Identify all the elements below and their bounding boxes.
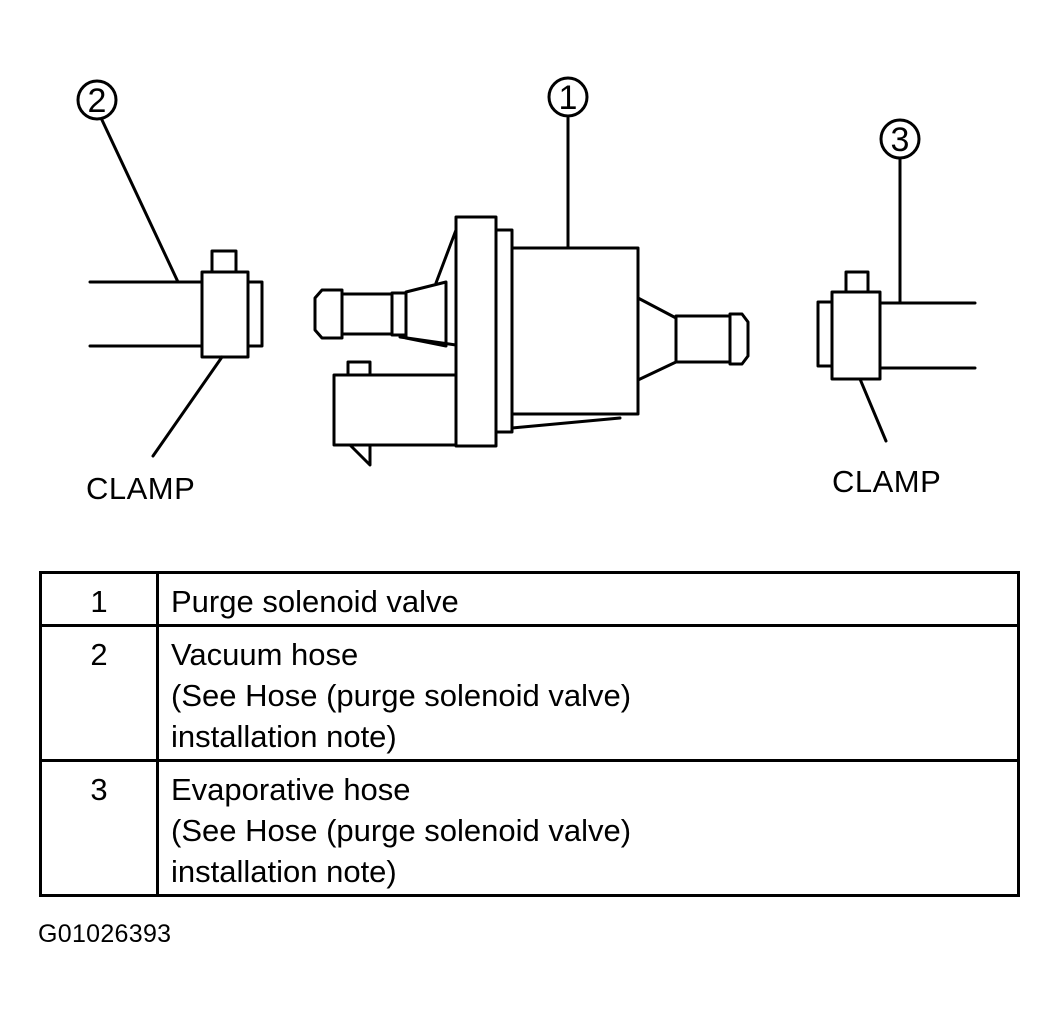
- table-row: 3 Evaporative hose (See Hose (purge sole…: [39, 759, 1020, 897]
- part-number: 3: [39, 759, 159, 897]
- description-line: Vacuum hose: [171, 637, 359, 672]
- description-line: (See Hose (purge solenoid valve): [171, 813, 632, 848]
- callout-1: 1: [547, 76, 589, 118]
- part-number: 1: [39, 571, 159, 627]
- description-line: Evaporative hose: [171, 772, 411, 807]
- evaporative-hose: [878, 301, 977, 370]
- purge-solenoid-valve: [313, 215, 750, 467]
- purge-solenoid-valve-diagram: 2 1 3 CLAMP CLAMP: [76, 76, 977, 506]
- figure-id: G01026393: [38, 920, 172, 948]
- description-line: installation note): [171, 719, 397, 754]
- description-line: Purge solenoid valve: [171, 584, 459, 619]
- clamp-label-right: CLAMP: [832, 464, 941, 499]
- callout-3: 3: [879, 118, 921, 160]
- leader-lines: [100, 116, 902, 458]
- part-number: 2: [39, 624, 159, 762]
- parts-legend-table: 1 Purge solenoid valve 2 Vacuum hose (Se…: [39, 571, 1020, 897]
- description-line: installation note): [171, 854, 397, 889]
- callout-2: 2: [76, 79, 118, 121]
- clamp-label-left: CLAMP: [86, 471, 195, 506]
- callout-number: 3: [891, 121, 910, 159]
- clamp-left: [200, 249, 264, 359]
- callout-number: 1: [559, 79, 578, 117]
- callout-number: 2: [88, 82, 107, 120]
- part-description: Purge solenoid valve: [156, 571, 1020, 627]
- part-description: Evaporative hose (See Hose (purge soleno…: [156, 759, 1020, 897]
- vacuum-hose: [88, 280, 204, 348]
- clamp-right: [816, 270, 882, 381]
- table-row: 2 Vacuum hose (See Hose (purge solenoid …: [39, 624, 1020, 762]
- part-description: Vacuum hose (See Hose (purge solenoid va…: [156, 624, 1020, 762]
- table-row: 1 Purge solenoid valve: [39, 571, 1020, 627]
- description-line: (See Hose (purge solenoid valve): [171, 678, 632, 713]
